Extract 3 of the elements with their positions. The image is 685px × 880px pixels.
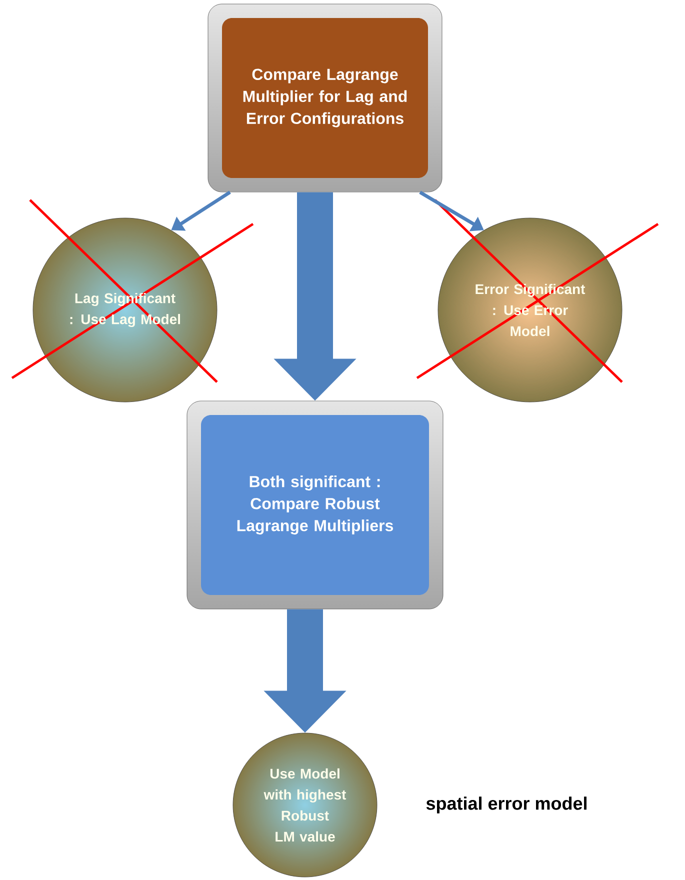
process-box: Both significant : Compare Robust Lagrange Multipliers (186, 400, 444, 610)
process-box: Compare Lagrange Multiplier for Lag and Error Configurations (208, 4, 442, 192)
beside-text: spatial error model (426, 796, 586, 814)
